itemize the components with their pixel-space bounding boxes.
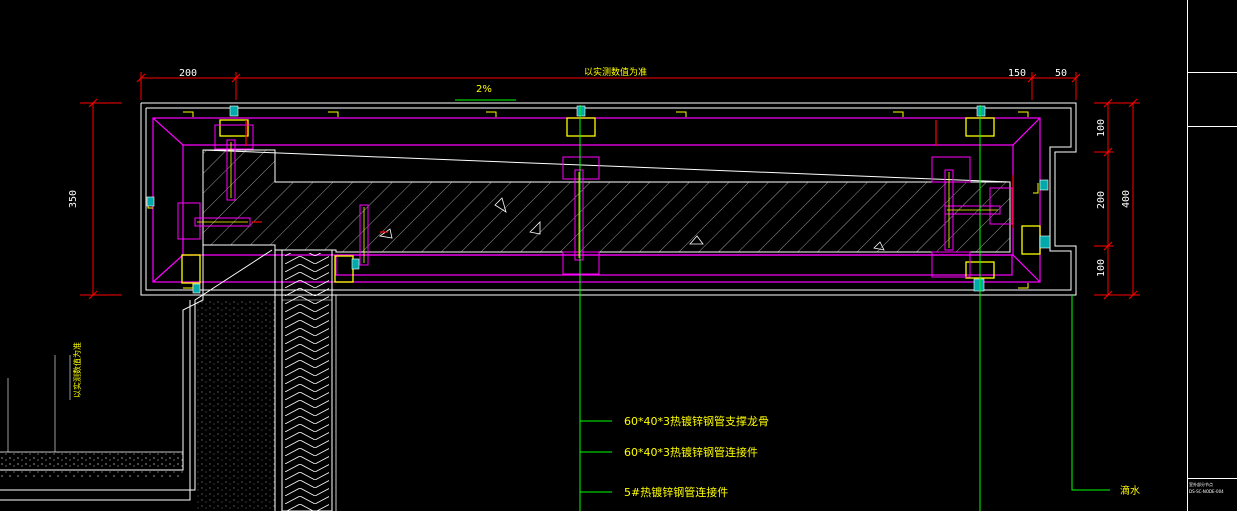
dim-right-total: 400: [1121, 190, 1132, 208]
callout-steel-connector: 5#热镀锌钢管连接件: [624, 485, 728, 499]
title-block-panel: [1187, 0, 1237, 511]
sealant-joints: [146, 105, 1051, 294]
title-block-line1: 室外部分节点: [1189, 482, 1213, 487]
title-block-divider: [1188, 126, 1237, 127]
insulation-layer: [281, 249, 333, 511]
concrete-fill-left: [0, 452, 183, 477]
anchor-bolts: [194, 139, 1001, 266]
callout-support-keel: 60*40*3热镀锌钢管支撑龙骨: [624, 414, 769, 428]
leader-lines: [579, 105, 1110, 511]
dim-left-350: 350: [68, 190, 79, 208]
slope-label: 2%: [476, 84, 492, 95]
title-block-divider: [1188, 72, 1237, 73]
dim-top-left: 200: [179, 68, 197, 79]
title-block-line2: DS-SC-NODE-004: [1189, 489, 1224, 494]
wall-fill: [195, 300, 275, 511]
callout-drip: 滴水: [1120, 484, 1140, 497]
right-dimension-lines: [1094, 98, 1140, 300]
dim-right-seg-bottom: 100: [1096, 259, 1107, 277]
dim-right-seg-top: 100: [1096, 119, 1107, 137]
top-dimension-line: [136, 72, 1081, 100]
title-block-divider: [1188, 478, 1237, 479]
bolt-threads: [197, 142, 998, 263]
dim-top-right-a: 150: [1008, 68, 1026, 79]
dim-top-right-b: 50: [1055, 68, 1067, 79]
left-vertical-note: 以实测数值为准: [72, 342, 82, 398]
connector-plates: [177, 124, 1013, 278]
callout-connector: 60*40*3热镀锌钢管连接件: [624, 445, 758, 459]
red-ticks: [245, 120, 1014, 233]
left-dimension-line: [80, 98, 122, 300]
dim-right-seg-mid: 200: [1096, 191, 1107, 209]
concrete-slab: [202, 149, 1011, 253]
dim-top-center-note: 以实测数值为准: [584, 66, 647, 78]
